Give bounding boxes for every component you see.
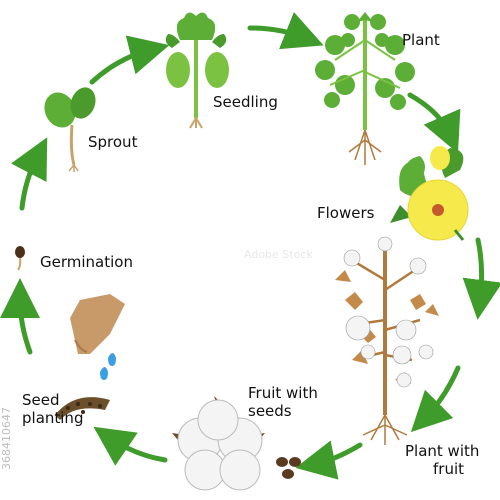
label-seedling: Seedling xyxy=(213,93,278,111)
arrow-seeds-to-planting xyxy=(93,426,168,466)
label-fruit-with-seeds-line1: Fruit with xyxy=(248,384,318,402)
seed-planting-illustration xyxy=(55,294,125,420)
label-seed-planting-line2: planting xyxy=(22,409,83,427)
arrow-fruit-plant-to-fruit xyxy=(410,365,461,433)
seedling-illustration xyxy=(165,12,229,129)
arrow-plant-to-flowers xyxy=(407,92,461,154)
watermark-brand: Adobe Stock xyxy=(244,248,313,261)
arrow-fruit-to-seeds xyxy=(295,440,363,480)
watermark-id: 368410647 xyxy=(0,407,13,470)
cycle-arrows xyxy=(0,12,500,480)
flowers-illustration xyxy=(390,146,469,241)
label-seed-planting-line1: Seed xyxy=(22,391,60,409)
arrow-flowers-to-fruit xyxy=(462,237,500,320)
arrow-seedling-to-plant xyxy=(247,12,324,50)
label-germination: Germination xyxy=(40,253,133,271)
label-plant: Plant xyxy=(402,31,440,49)
arrow-planting-to-germination xyxy=(0,278,41,355)
plant-illustration xyxy=(315,12,415,165)
label-fruit-with-seeds-line2: seeds xyxy=(248,402,292,420)
label-plant-with-fruit-line2: fruit xyxy=(433,460,464,478)
plant-with-fruit-illustration xyxy=(335,236,439,445)
sprout-illustration xyxy=(44,87,96,172)
label-plant-with-fruit-line1: Plant with xyxy=(405,442,479,460)
fruit-with-seeds-illustration xyxy=(172,396,301,491)
arrow-sprout-to-seedling xyxy=(89,35,170,85)
label-sprout: Sprout xyxy=(88,133,138,151)
arrow-germination-to-sprout xyxy=(11,137,48,211)
germination-illustration xyxy=(15,246,25,271)
label-flowers: Flowers xyxy=(317,204,375,222)
